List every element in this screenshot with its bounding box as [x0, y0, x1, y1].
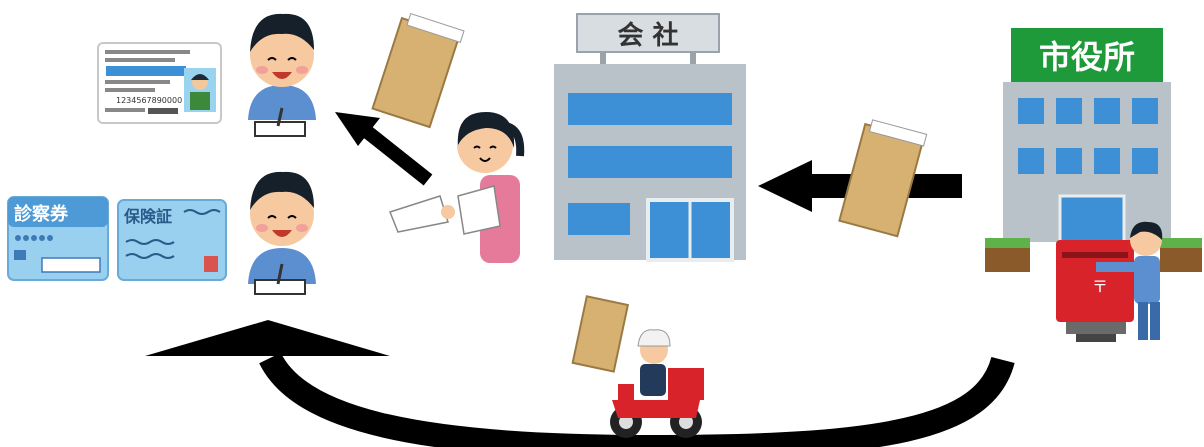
- mail-scooter: [573, 296, 704, 438]
- person-writing-top: [248, 14, 316, 136]
- svg-text:〒: 〒: [1092, 277, 1108, 296]
- woman-handing-papers: [390, 112, 520, 263]
- return-flow-arrow: [145, 320, 1003, 447]
- company-sign-label: 会 社: [617, 20, 678, 51]
- insurance-card: 保険証: [118, 200, 226, 280]
- exam-ticket-card: 診察券: [8, 197, 108, 280]
- license-number: 1234567890000: [116, 96, 182, 105]
- envelope-middle: [839, 118, 926, 236]
- city-office-sign-label: 市役所: [1039, 38, 1135, 76]
- driver-license-card: 1234567890000: [98, 43, 221, 123]
- city-office-building: 市役所: [985, 28, 1202, 272]
- post-box: 〒: [1056, 240, 1134, 342]
- company-building: 会 社: [554, 14, 746, 260]
- insurance-label: 保険証: [123, 207, 172, 226]
- envelope-top: [373, 12, 464, 128]
- person-writing-bottom: [248, 172, 316, 294]
- exam-ticket-label: 診察券: [14, 203, 69, 225]
